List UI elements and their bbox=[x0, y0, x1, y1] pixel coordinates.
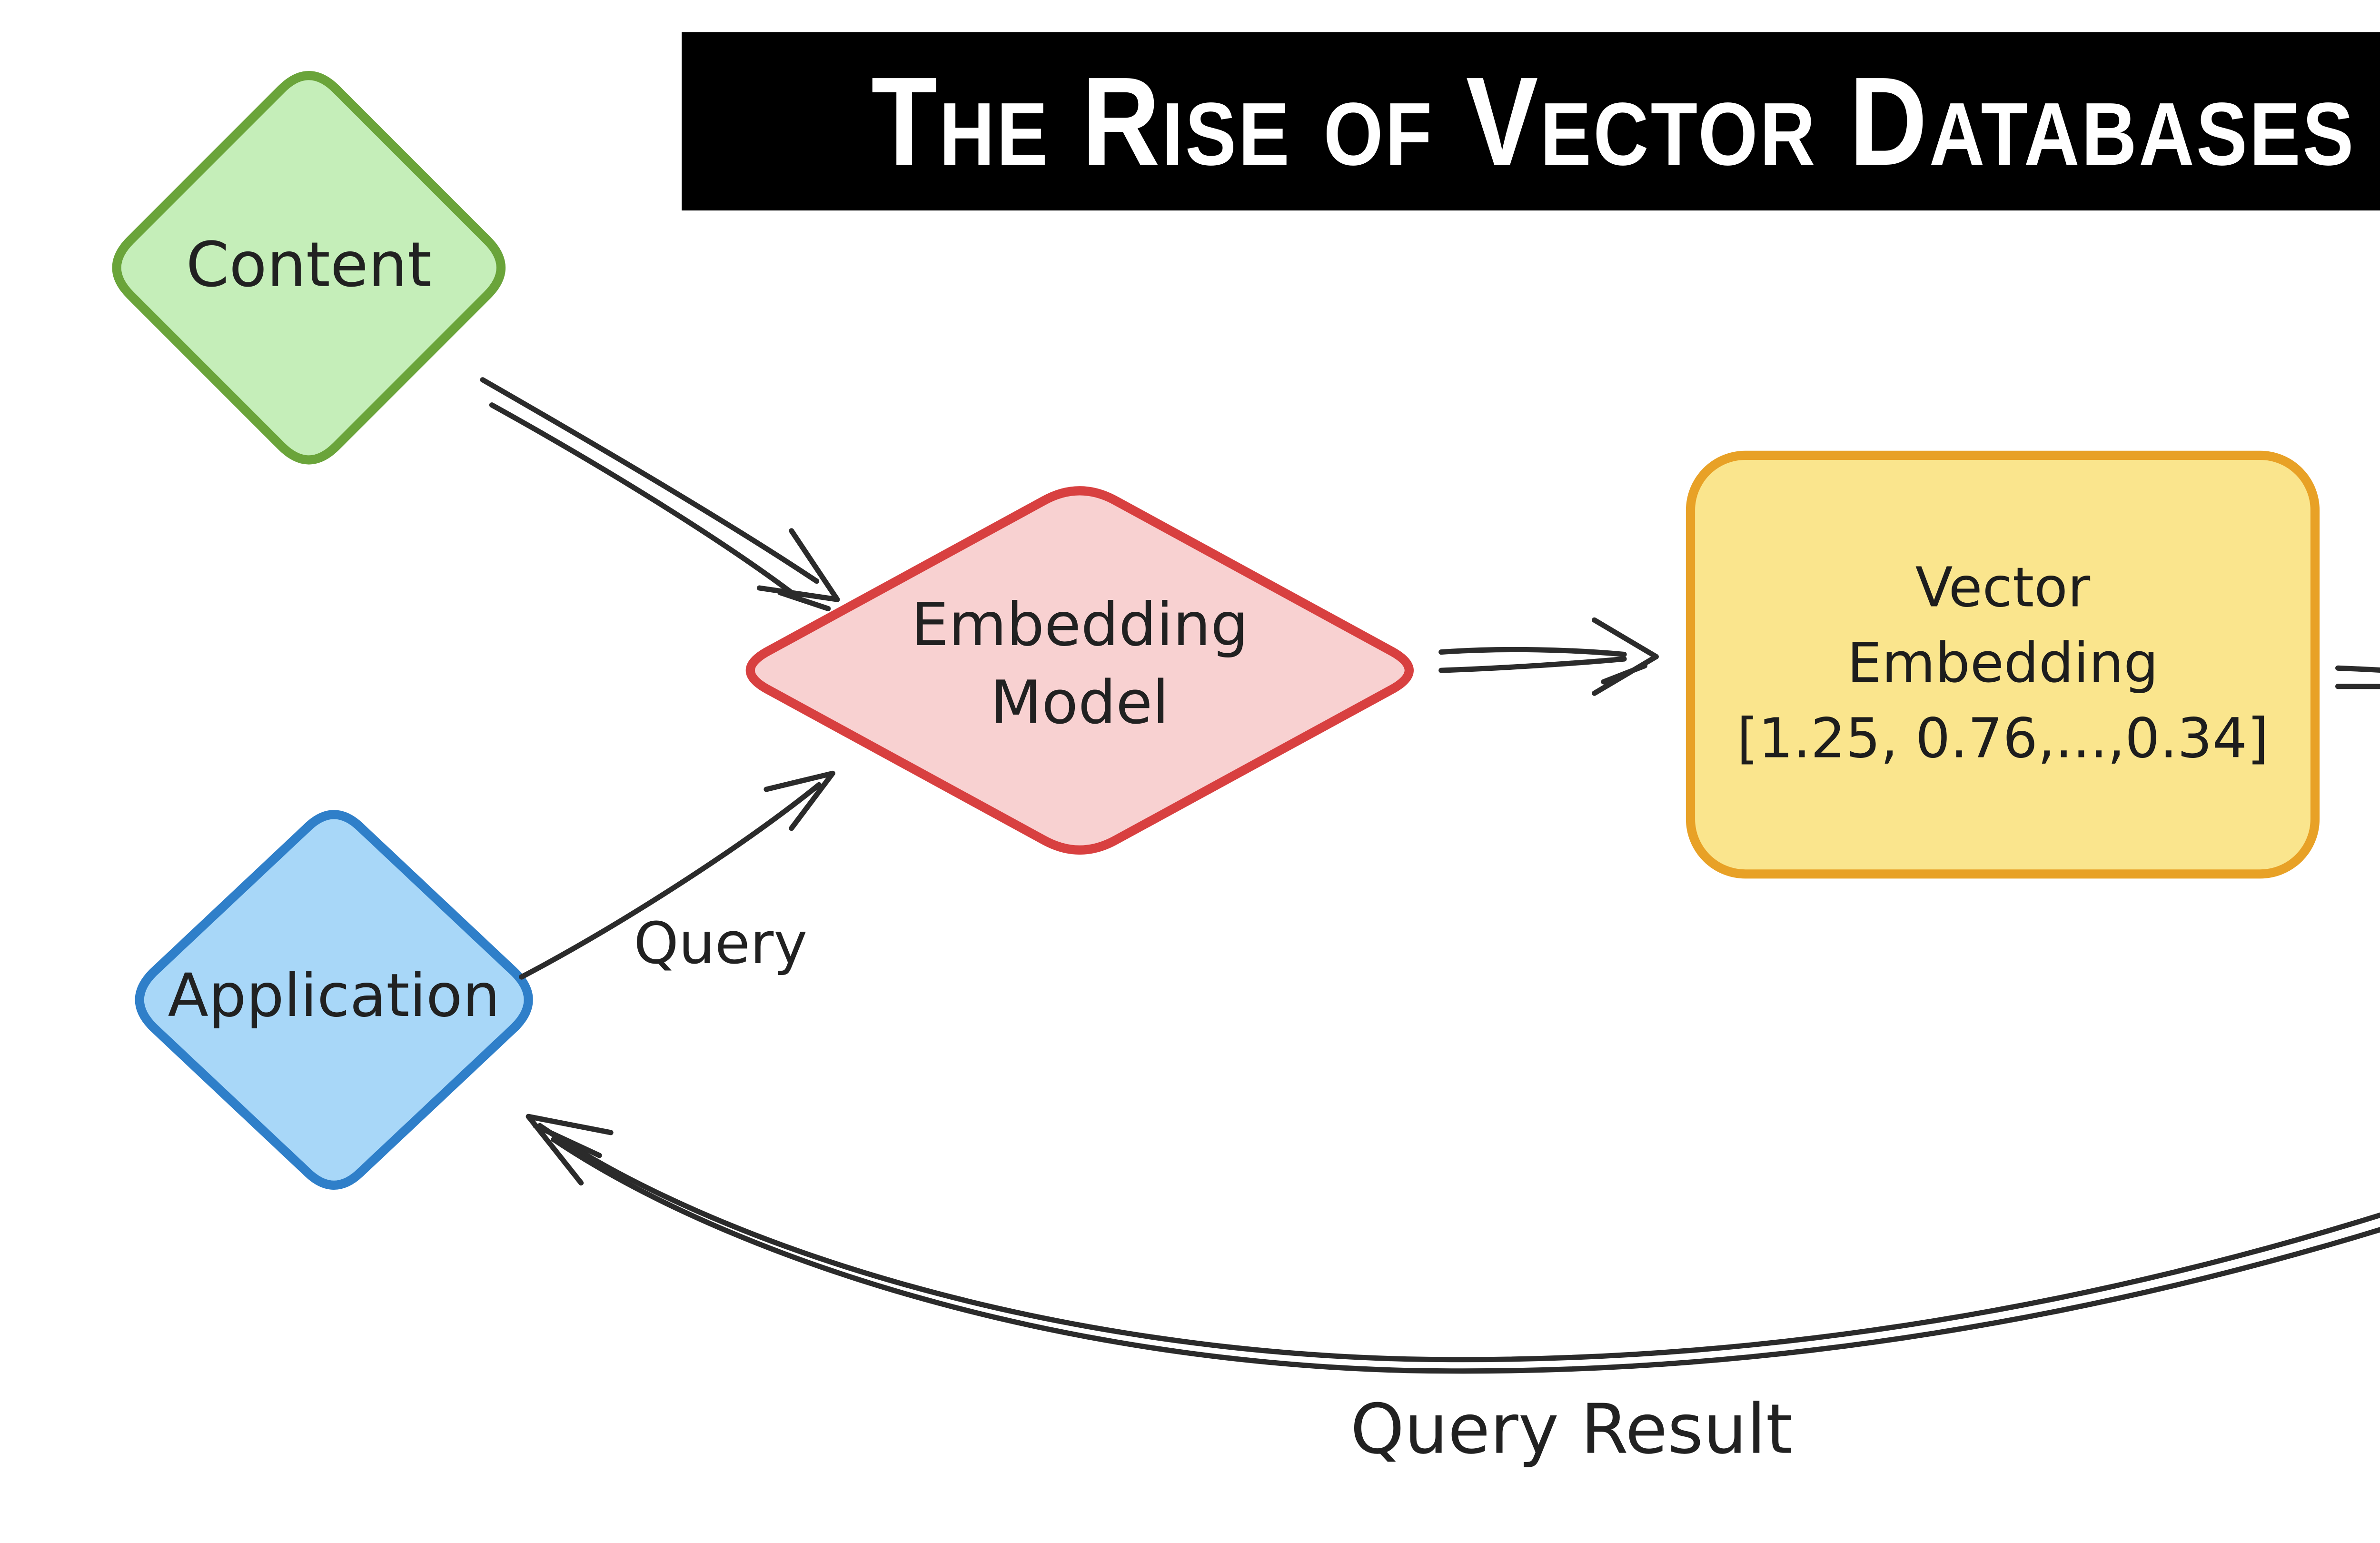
vector-embedding-node: Vector Embedding [1.25, 0.76,...,0.34] bbox=[1686, 450, 2320, 879]
application-node-label: Application bbox=[168, 963, 500, 1032]
vector-embedding-label-line2: Embedding bbox=[1847, 631, 2159, 696]
arrow-application-to-model bbox=[519, 770, 835, 980]
embedding-model-diamond-shape bbox=[745, 486, 1414, 855]
content-node-label: Content bbox=[186, 231, 432, 302]
arrow-embedding-to-database bbox=[2335, 665, 2380, 689]
arrow-content-to-model bbox=[480, 377, 840, 611]
embedding-model-node-label: Embedding Model bbox=[851, 588, 1309, 745]
arrow-database-to-application bbox=[526, 1114, 2380, 1374]
vector-embedding-label-line1: Vector bbox=[1915, 555, 2091, 620]
application-diamond-shape bbox=[135, 810, 533, 1190]
embedding-model-label-line1: Embedding bbox=[911, 592, 1249, 661]
vector-embedding-values: [1.25, 0.76,...,0.34] bbox=[1736, 707, 2269, 771]
query-result-edge-label: Query Result bbox=[1350, 1391, 1793, 1472]
title-text: The Rise of Vector Databases bbox=[870, 50, 2355, 192]
query-edge-label: Query bbox=[634, 910, 808, 977]
embedding-model-label-line2: Model bbox=[990, 671, 1169, 740]
title-banner: The Rise of Vector Databases bbox=[682, 32, 2380, 211]
content-diamond-shape bbox=[112, 71, 506, 465]
arrow-model-to-embedding bbox=[1438, 617, 1659, 696]
